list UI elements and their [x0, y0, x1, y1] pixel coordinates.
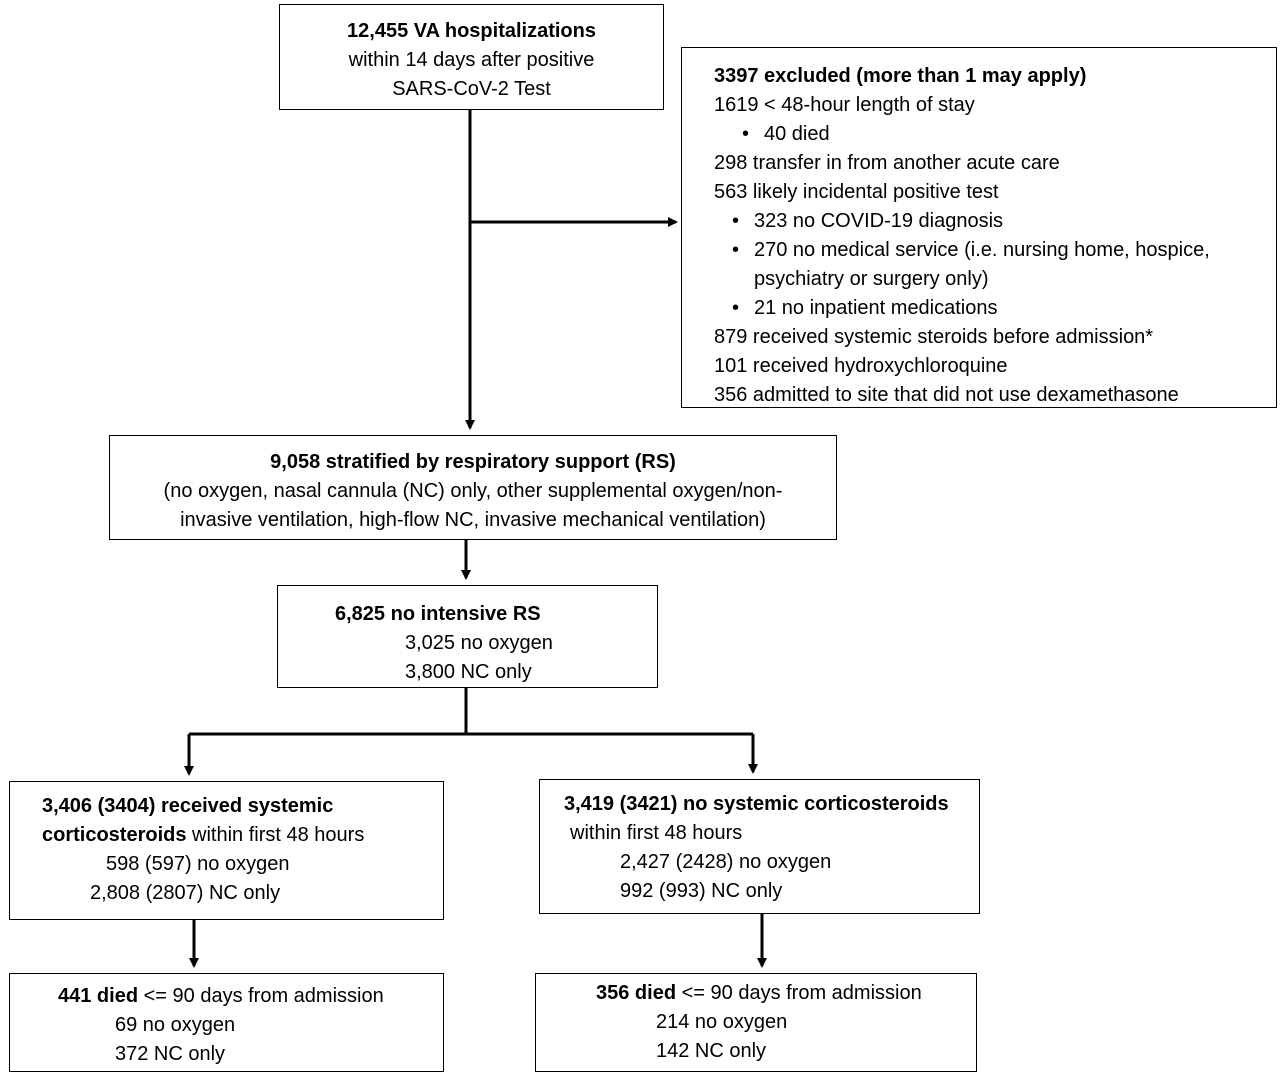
no-corticosteroids-line-2: within first 48 hours [570, 822, 743, 844]
hospitalizations-line-2: within 14 days after positive [348, 49, 595, 71]
no-intensive-no-oxygen: 3,025 no oxygen [405, 632, 553, 654]
died-not-received-title: 356 died [596, 982, 677, 1004]
died-not-received-no-oxygen: 214 no oxygen [656, 1011, 788, 1033]
bullet-icon: • [732, 210, 740, 232]
stratified-title: 9,058 stratified by respiratory support … [270, 451, 676, 473]
excluded-reason-item: 879 received systemic steroids before ad… [714, 323, 1276, 352]
excluded-reason-text: 356 admitted to site that did not use de… [714, 384, 1179, 406]
excluded-reason-item: • 21 no inpatient medications [714, 294, 1276, 323]
bullet-icon: • [732, 297, 740, 319]
excluded-reason-item: 1619 < 48-hour length of stay [714, 91, 1276, 120]
stratified-line-3: invasive ventilation, high-flow NC, inva… [180, 509, 766, 531]
no-corticosteroids-no-oxygen: 2,427 (2428) no oxygen [620, 851, 832, 873]
no-corticosteroids-box: 3,419 (3421) no systemic corticosteroids… [539, 779, 980, 914]
died-not-received-box: 356 died <= 90 days from admission 214 n… [535, 973, 977, 1072]
excluded-reason-text: 21 no inpatient medications [754, 297, 998, 319]
excluded-reason-text: 563 likely incidental positive test [714, 181, 999, 203]
excluded-reason-text: 101 received hydroxychloroquine [714, 355, 1008, 377]
died-received-title-rest: <= 90 days from admission [138, 985, 384, 1007]
excluded-reason-item: 298 transfer in from another acute care [714, 149, 1276, 178]
hospitalizations-line-3: SARS-CoV-2 Test [392, 78, 551, 100]
no-intensive-rs-box: 6,825 no intensive RS 3,025 no oxygen 3,… [277, 585, 658, 688]
received-title-b-rest: within first 48 hours [186, 824, 365, 846]
excluded-reason-item: psychiatry or surgery only) [714, 265, 1276, 294]
excluded-reason-item: 101 received hydroxychloroquine [714, 352, 1276, 381]
excluded-reason-text: 270 no medical service (i.e. nursing hom… [754, 239, 1210, 261]
excluded-reasons-list: 1619 < 48-hour length of stay • 40 died 298… [714, 91, 1276, 410]
received-nc-only: 2,808 (2807) NC only [90, 882, 281, 904]
excluded-reason-text: 40 died [764, 123, 830, 145]
died-not-received-nc-only: 142 NC only [656, 1040, 767, 1062]
hospitalizations-box: 12,455 VA hospitalizations within 14 day… [279, 4, 664, 110]
no-intensive-nc-only: 3,800 NC only [405, 661, 532, 683]
bullet-icon: • [732, 239, 740, 261]
no-corticosteroids-nc-only: 992 (993) NC only [620, 880, 783, 902]
excluded-reason-text: 1619 < 48-hour length of stay [714, 94, 975, 116]
died-received-nc-only: 372 NC only [115, 1043, 226, 1065]
received-title-a: 3,406 (3404) received systemic [42, 795, 334, 817]
excluded-reason-text: psychiatry or surgery only) [754, 268, 989, 290]
died-received-title: 441 died [58, 985, 139, 1007]
excluded-title: 3397 excluded (more than 1 may apply) [714, 65, 1087, 87]
hospitalizations-title: 12,455 VA hospitalizations [347, 20, 596, 42]
received-corticosteroids-box: 3,406 (3404) received systemic corticost… [9, 781, 444, 920]
died-received-box: 441 died <= 90 days from admission 69 no… [9, 973, 444, 1072]
no-corticosteroids-title: 3,419 (3421) no systemic corticosteroids [564, 793, 949, 815]
died-received-no-oxygen: 69 no oxygen [115, 1014, 236, 1036]
excluded-reason-text: 298 transfer in from another acute care [714, 152, 1060, 174]
excluded-reason-item: • 40 died [714, 120, 1276, 149]
no-intensive-rs-title: 6,825 no intensive RS [335, 603, 541, 625]
excluded-reason-item: • 323 no COVID-19 diagnosis [714, 207, 1276, 236]
excluded-reason-item: 563 likely incidental positive test [714, 178, 1276, 207]
stratified-line-2: (no oxygen, nasal cannula (NC) only, oth… [163, 480, 783, 502]
excluded-reason-item: 356 admitted to site that did not use de… [714, 381, 1276, 410]
excluded-reason-text: 323 no COVID-19 diagnosis [754, 210, 1004, 232]
excluded-box: 3397 excluded (more than 1 may apply) 16… [681, 47, 1277, 408]
stratified-box: 9,058 stratified by respiratory support … [109, 435, 837, 540]
excluded-reason-item: • 270 no medical service (i.e. nursing ho… [714, 236, 1276, 265]
bullet-icon: • [742, 123, 750, 145]
received-no-oxygen: 598 (597) no oxygen [106, 853, 290, 875]
received-title-b: corticosteroids [42, 824, 187, 846]
died-not-received-title-rest: <= 90 days from admission [676, 982, 922, 1004]
excluded-reason-text: 879 received systemic steroids before ad… [714, 326, 1154, 348]
